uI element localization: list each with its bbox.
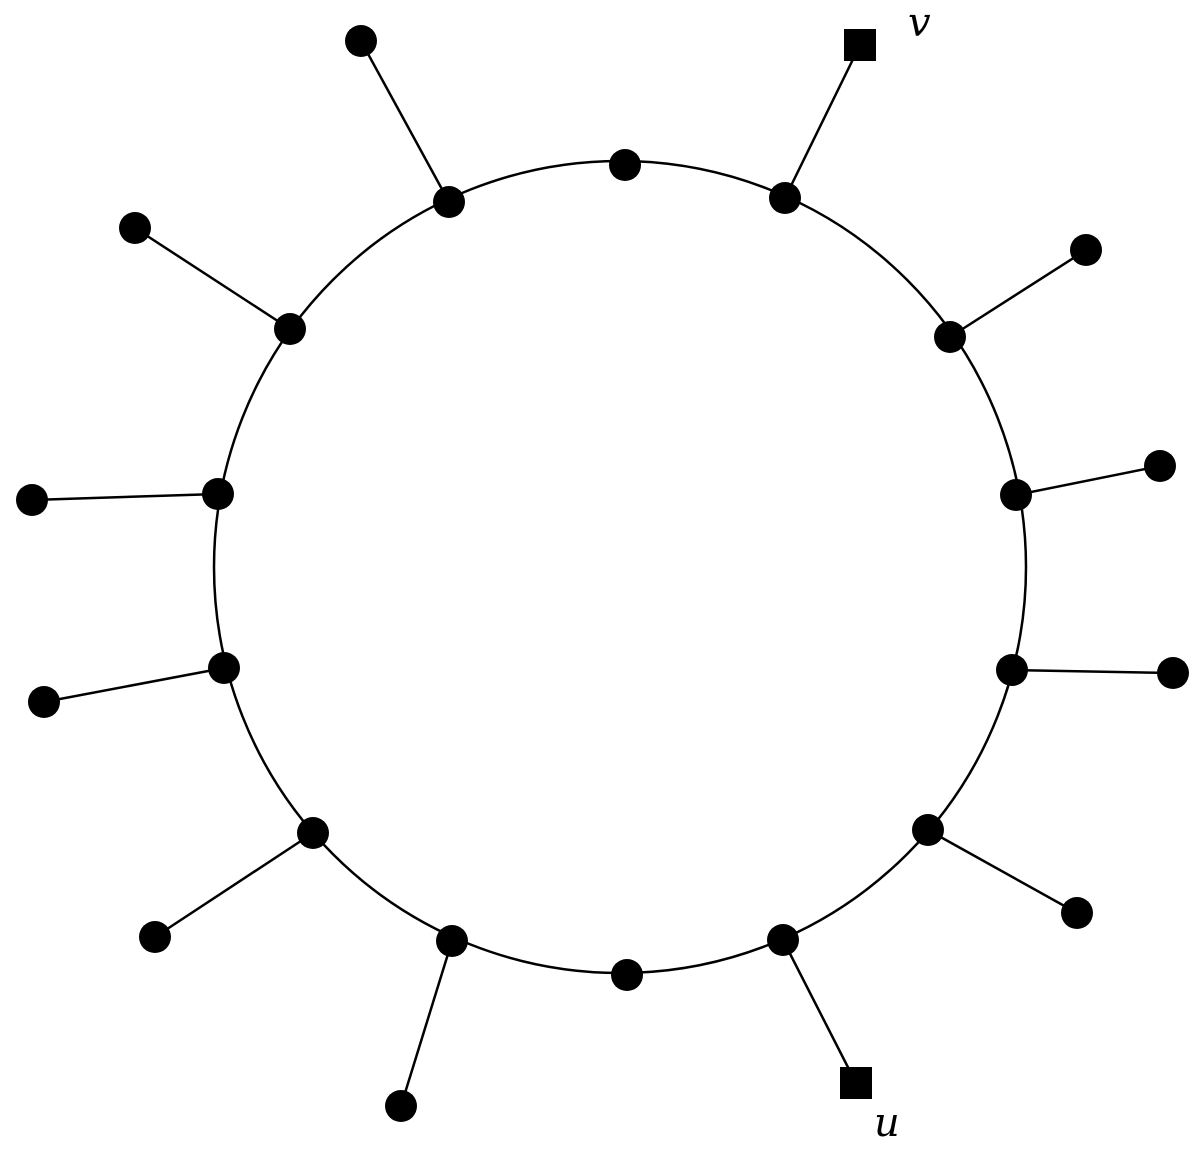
pendant-vertex	[1061, 897, 1093, 929]
pendant-edge	[781, 939, 858, 1084]
cycle-circle	[212, 159, 1028, 975]
label-v: v	[908, 0, 931, 46]
cycle-vertex	[208, 652, 240, 684]
nodes-layer	[16, 25, 1189, 1122]
cycle-vertex	[274, 313, 306, 345]
pendant-vertex	[1070, 234, 1102, 266]
pendant-vertex	[139, 921, 171, 953]
cycle-vertex	[996, 654, 1028, 686]
pendant-edge	[31, 492, 219, 502]
pendant-edge	[1015, 464, 1161, 497]
cycle-vertex	[1000, 479, 1032, 511]
pendant-edge	[927, 828, 1078, 915]
cycle-vertex	[433, 186, 465, 218]
label-u: u	[874, 1100, 900, 1146]
pendant-edge	[1011, 668, 1174, 675]
pendant-vertex	[1157, 657, 1189, 689]
cycle-vertex	[767, 924, 799, 956]
cycle-vertex	[609, 149, 641, 181]
cycle-vertex	[297, 817, 329, 849]
cycle-vertex	[611, 959, 643, 991]
pendant-edge	[399, 940, 454, 1107]
pendant-edge	[359, 40, 451, 203]
edges-layer	[31, 40, 1174, 1107]
pendant-vertex	[345, 25, 377, 57]
square-vertex-u	[840, 1067, 872, 1099]
cycle-vertex	[934, 321, 966, 353]
pendant-edge	[43, 666, 225, 704]
pendant-vertex	[1144, 450, 1176, 482]
pendant-vertex	[28, 686, 60, 718]
cycle-vertex	[769, 182, 801, 214]
square-vertex-v	[844, 29, 876, 61]
cycle-vertex	[912, 814, 944, 846]
pendant-edge	[134, 226, 291, 331]
pendant-edge	[783, 44, 862, 199]
cycle-vertex	[436, 925, 468, 957]
pendant-vertex	[119, 212, 151, 244]
pendant-vertex	[16, 484, 48, 516]
cycle-vertex	[202, 478, 234, 510]
pendant-edge	[154, 831, 314, 939]
pendant-edge	[949, 248, 1087, 339]
pendant-vertex	[385, 1090, 417, 1122]
